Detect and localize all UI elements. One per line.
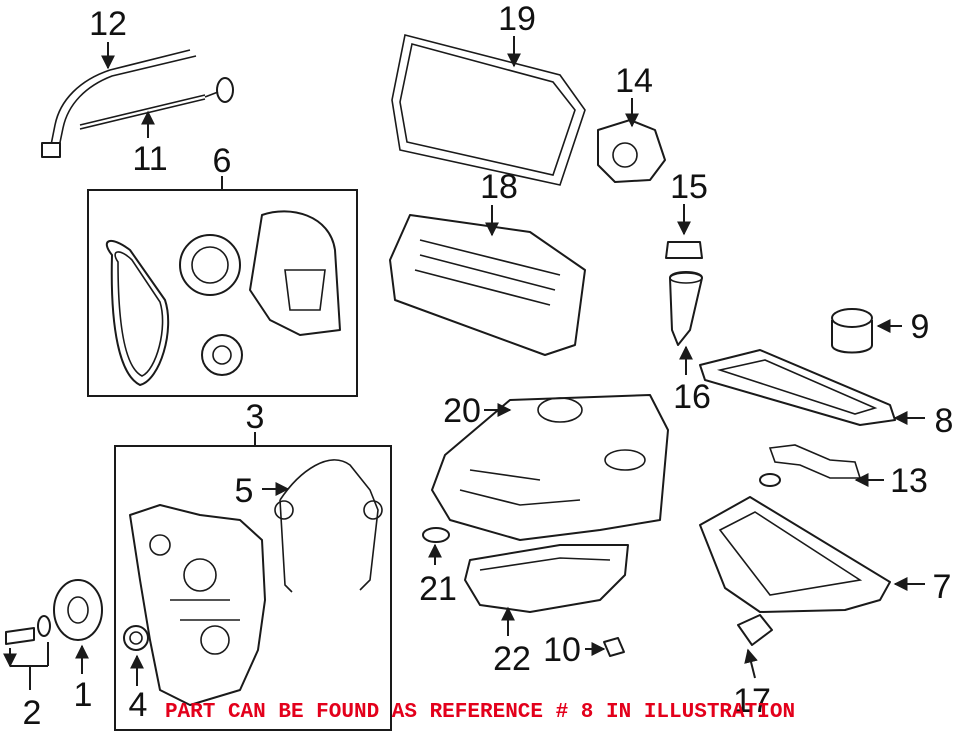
ref-label-18: 18 — [480, 168, 518, 206]
part-front-crankshaft-seal[interactable] — [123, 625, 149, 651]
part-oil-filler-tube[interactable] — [669, 271, 703, 346]
part-water-outlet[interactable] — [597, 119, 666, 183]
part-pulley-bolt[interactable] — [5, 615, 51, 645]
part-crankshaft-pulley[interactable] — [53, 579, 103, 641]
ref-label-11: 11 — [132, 140, 167, 178]
ref-label-16: 16 — [673, 378, 711, 416]
part-oil-pickup-tube[interactable] — [759, 444, 862, 487]
ref-label-20: 20 — [443, 392, 481, 430]
part-valve-cover[interactable] — [389, 214, 586, 356]
part-drain-plug[interactable] — [603, 637, 625, 657]
ref-label-17: 17 — [733, 682, 771, 720]
part-valve-cover-gasket[interactable] — [391, 34, 586, 186]
group-box-timing-cover — [114, 445, 392, 731]
ref-label-9: 9 — [911, 308, 930, 346]
part-oil-pan-gasket[interactable] — [699, 349, 896, 426]
ref-label-7: 7 — [933, 568, 952, 606]
ref-label-19: 19 — [498, 0, 536, 38]
ref-label-4: 4 — [129, 686, 148, 724]
part-oil-filler-cap[interactable] — [665, 241, 703, 259]
ref-label-3: 3 — [246, 398, 265, 436]
part-oil-filter[interactable] — [831, 308, 873, 354]
part-timing-cover[interactable] — [129, 504, 266, 706]
part-timing-cover-gasket[interactable] — [274, 459, 383, 593]
ref-label-1: 1 — [74, 676, 93, 714]
part-engine-block[interactable] — [431, 394, 669, 541]
ref-label-22: 22 — [493, 640, 531, 678]
reference-notice: PART CAN BE FOUND AS REFERENCE # 8 IN IL… — [164, 701, 796, 724]
ref-label-5: 5 — [235, 472, 254, 510]
part-oil-pan-upper[interactable] — [464, 544, 629, 613]
ref-label-14: 14 — [615, 62, 653, 100]
ref-label-15: 15 — [670, 168, 708, 206]
part-dipstick-tube[interactable] — [41, 49, 197, 158]
ref-label-6: 6 — [213, 142, 232, 180]
ref-label-21: 21 — [419, 570, 457, 608]
part-dipstick[interactable] — [79, 77, 234, 130]
ref-label-13: 13 — [890, 462, 928, 500]
part-timing-chain-kit[interactable] — [105, 210, 341, 386]
ref-label-8: 8 — [935, 402, 954, 440]
part-oil-pressure-sensor[interactable] — [737, 614, 773, 646]
ref-label-10: 10 — [543, 631, 581, 669]
ref-label-12: 12 — [89, 5, 127, 43]
leader-lines — [10, 36, 925, 690]
part-oil-pan[interactable] — [699, 496, 891, 613]
ref-label-2: 2 — [23, 694, 42, 732]
part-oil-seal[interactable] — [422, 527, 450, 543]
